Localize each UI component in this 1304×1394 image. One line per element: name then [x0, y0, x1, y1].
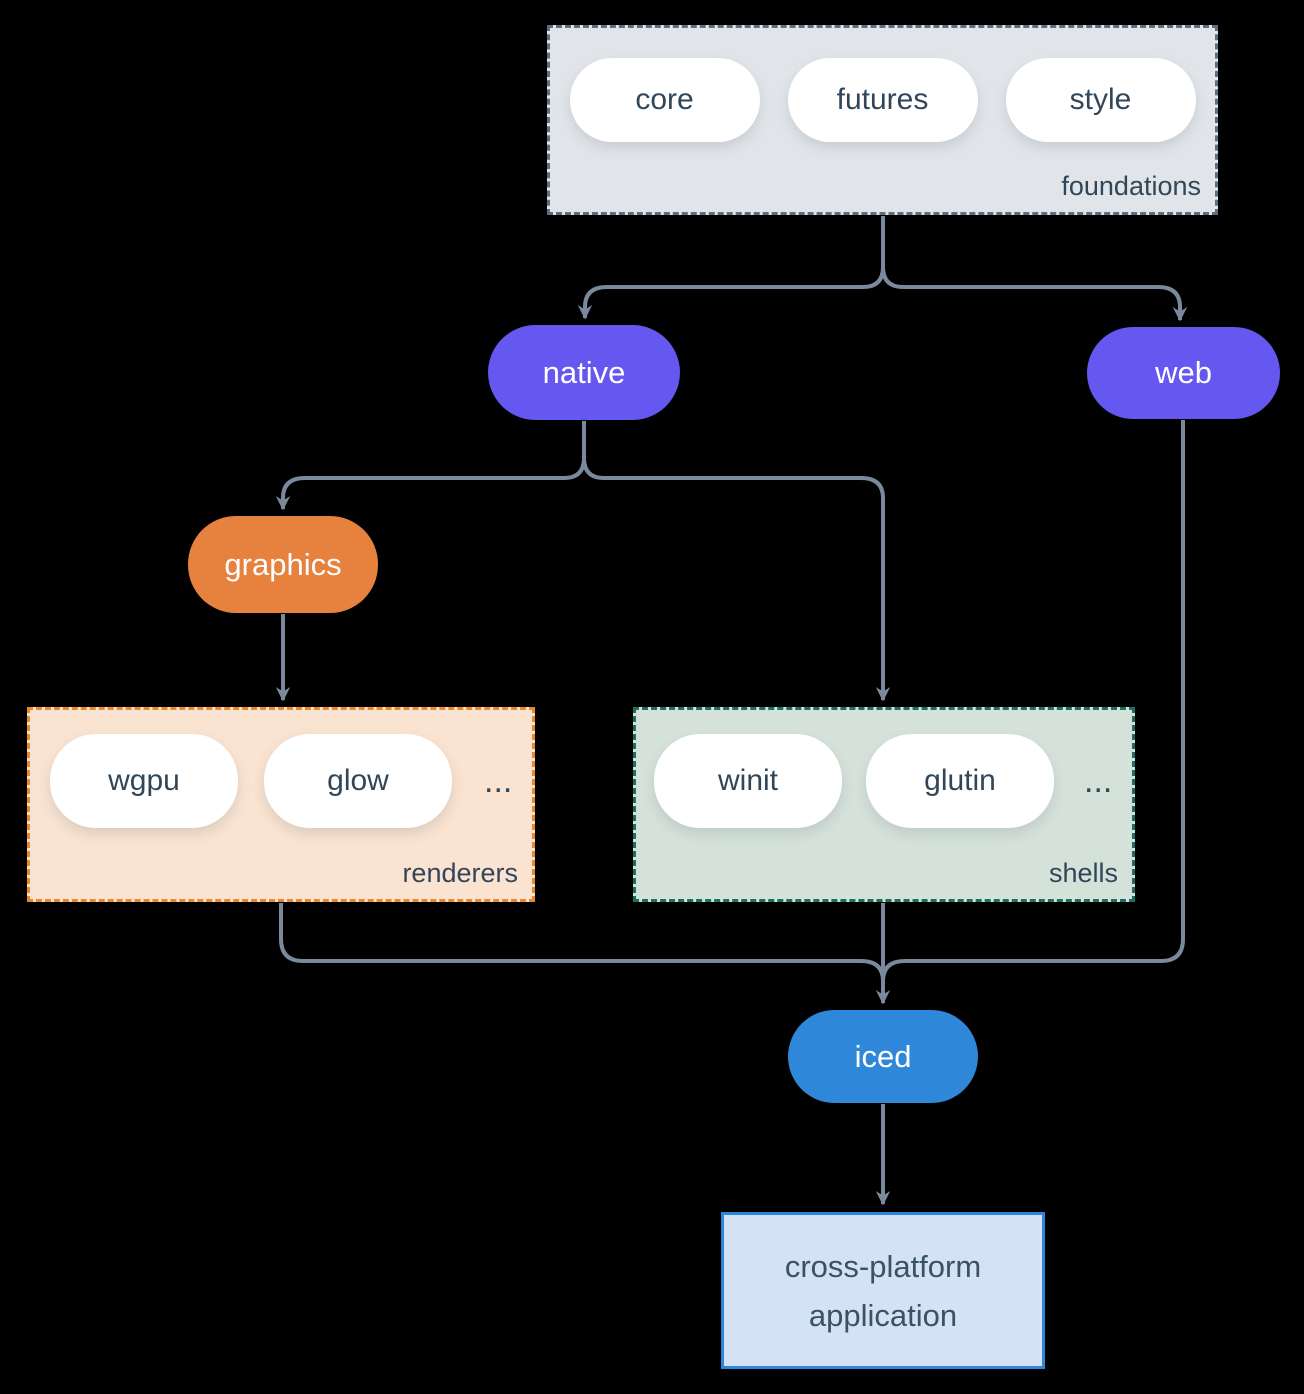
pill-wgpu-label: wgpu — [108, 764, 180, 797]
node-cross-platform-application: cross-platform application — [721, 1212, 1045, 1369]
edge-foundations-web — [881, 216, 1188, 322]
pill-glow-label: glow — [327, 764, 389, 797]
foundations-group-label: foundations — [1061, 171, 1201, 201]
node-graphics: graphics — [188, 516, 378, 613]
node-web-label: web — [1155, 355, 1212, 390]
shells-ellipsis: ... — [1084, 761, 1113, 800]
renderers-group: wgpu glow ... renderers — [27, 707, 535, 902]
node-web: web — [1087, 327, 1280, 419]
pill-winit: winit — [654, 734, 842, 828]
node-iced: iced — [788, 1010, 978, 1103]
application-label-line1: cross-platform — [784, 1248, 982, 1284]
pill-glow: glow — [264, 734, 452, 828]
pill-glutin: glutin — [866, 734, 1054, 828]
pill-futures: futures — [787, 58, 978, 142]
edge-native-shells — [582, 421, 891, 702]
pill-core: core — [569, 58, 760, 142]
pill-core-label: core — [635, 83, 694, 116]
pill-style: style — [1005, 58, 1196, 142]
edge-web-merge — [881, 420, 1185, 982]
foundations-group: core futures style foundations — [547, 25, 1218, 215]
edge-native-graphics — [275, 421, 586, 511]
edge-renderers-merge — [279, 903, 885, 982]
shells-group: winit glutin ... shells — [633, 707, 1135, 902]
node-native: native — [488, 325, 680, 420]
pill-style-label: style — [1069, 83, 1132, 116]
pill-winit-label: winit — [717, 764, 778, 797]
edge-foundations-native — [577, 216, 885, 320]
pill-wgpu: wgpu — [50, 734, 238, 828]
renderers-group-label: renderers — [402, 858, 518, 888]
application-label-line2: application — [808, 1297, 958, 1333]
renderers-ellipsis: ... — [484, 761, 513, 800]
shells-group-label: shells — [1048, 858, 1118, 888]
node-graphics-label: graphics — [224, 546, 342, 582]
pill-glutin-label: glutin — [924, 764, 996, 797]
node-iced-label: iced — [854, 1038, 912, 1074]
pill-futures-label: futures — [836, 83, 929, 116]
node-native-label: native — [542, 354, 626, 390]
